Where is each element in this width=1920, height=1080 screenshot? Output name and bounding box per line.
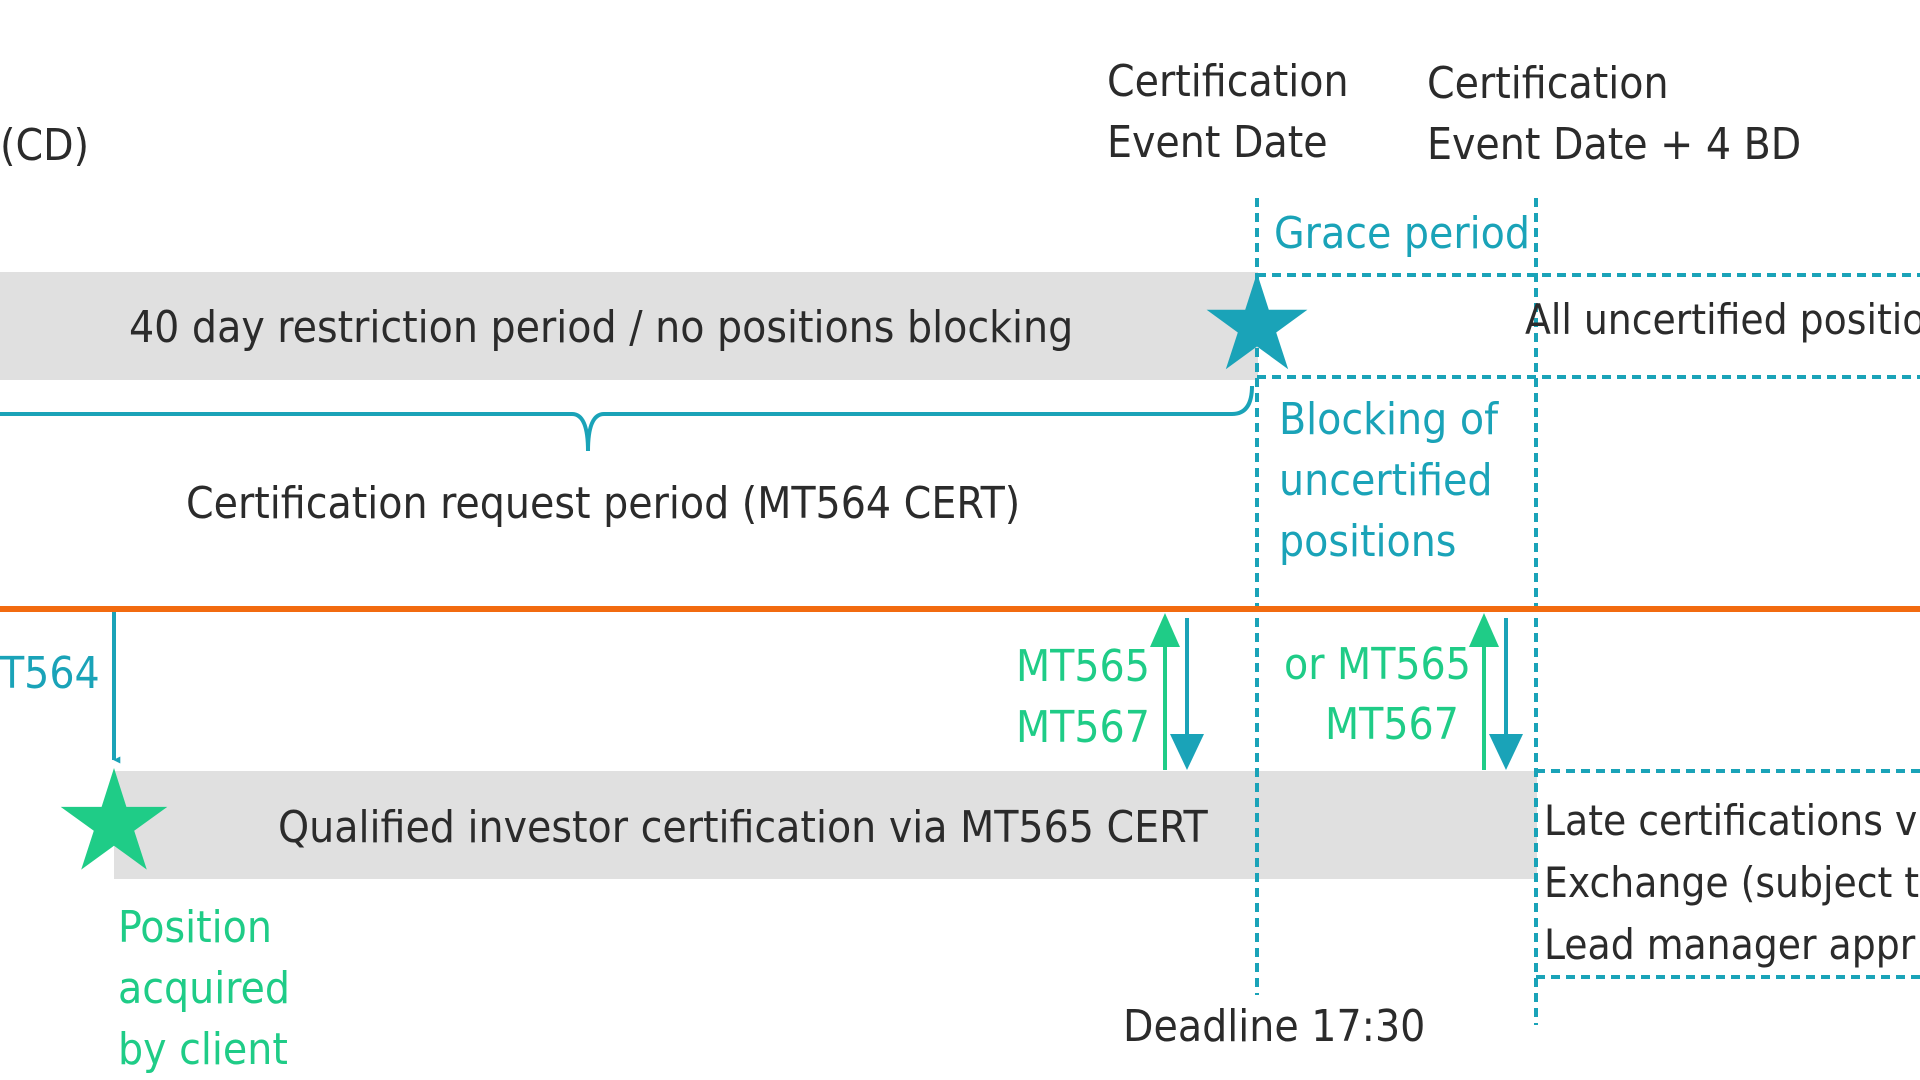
qualified-investor-label: Qualified investor certification via MT5…	[278, 802, 1208, 853]
star-icon	[1206, 273, 1308, 370]
or-mt565-label: or MT565	[1284, 639, 1471, 690]
position-acquired-label: Position acquired by client	[118, 902, 291, 1075]
restriction-period-label: 40 day restriction period / no positions…	[129, 302, 1074, 353]
deadline-label: Deadline 17:30	[1123, 1001, 1426, 1052]
mt567-down-arrow-right	[1489, 618, 1523, 770]
certification-request-period-label: Certification request period (MT564 CERT…	[186, 478, 1021, 529]
cd-label: (CD)	[0, 120, 90, 171]
mt567-right-label: MT567	[1325, 699, 1459, 750]
mt567-down-arrow-left	[1170, 618, 1204, 770]
star-icon	[60, 768, 168, 870]
certification-event-date-label: Certification Event Date	[1107, 56, 1349, 168]
mt565-mt567-left-label: MT565 MT567	[1016, 641, 1150, 753]
certification-event-date-plus-label: Certification Event Date + 4 BD	[1427, 58, 1802, 170]
certification-request-brace	[0, 385, 1254, 452]
all-uncertified-positions-label: All uncertified positio	[1525, 295, 1920, 344]
restriction-period-band	[0, 272, 1258, 380]
blocking-uncertified-positions-label: Blocking of uncertified positions	[1279, 394, 1498, 567]
grace-period-label: Grace period	[1274, 208, 1531, 259]
mt565-up-arrow-right	[1469, 613, 1499, 770]
qualified-investor-band	[114, 771, 1537, 879]
mt564-label: T564	[0, 648, 100, 699]
mt565-up-arrow-left	[1150, 613, 1180, 770]
late-certifications-label: Late certifications v Exchange (subject …	[1544, 796, 1920, 969]
